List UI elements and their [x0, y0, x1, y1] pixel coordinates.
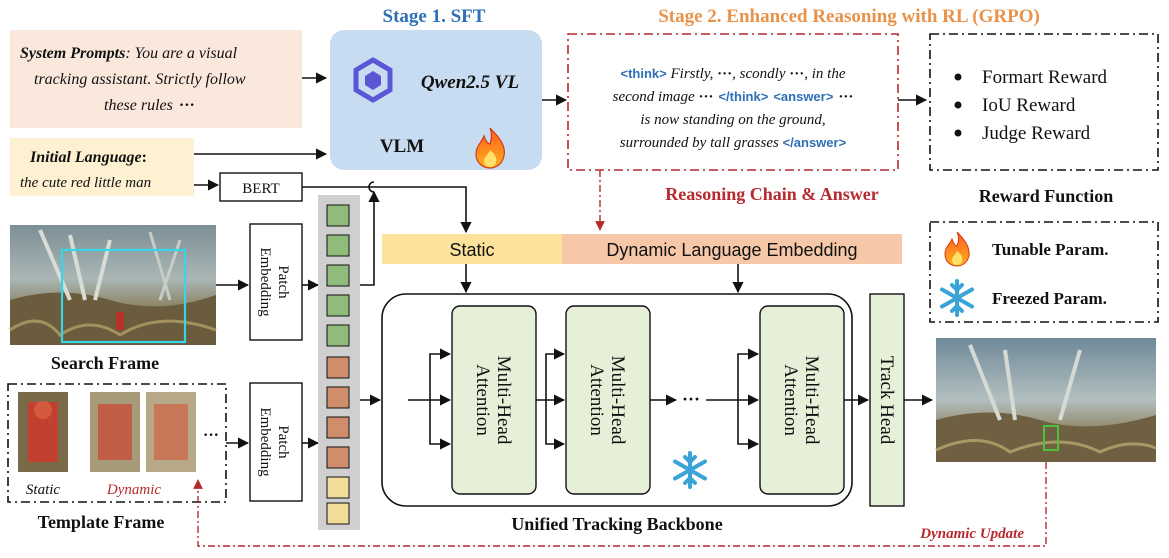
reward-item: Judge Reward — [982, 123, 1091, 144]
template-dynamic-image — [90, 392, 140, 472]
search-target-box — [60, 248, 187, 344]
template-dynamic-label: Dynamic — [106, 482, 161, 498]
patch-embedding-search — [249, 223, 303, 341]
patch-embedding-template — [249, 382, 303, 502]
template-dynamic-image — [146, 392, 196, 472]
reward-box — [929, 33, 1159, 171]
search-frame-label: Search Frame — [51, 353, 159, 373]
token-template — [326, 446, 350, 469]
dynamic-update-path — [193, 462, 1047, 547]
reasoning-line-2: second image ···</think><answer>··· — [613, 89, 854, 105]
qwen-logo-icon — [353, 57, 393, 103]
backbone-label: Unified Tracking Backbone — [511, 514, 722, 534]
token-search — [326, 204, 350, 227]
token-search — [326, 294, 350, 317]
template-frame-box — [7, 383, 227, 503]
vlm-box — [330, 30, 542, 170]
reward-bullet — [954, 101, 962, 109]
token-search — [326, 234, 350, 257]
backbone-residual — [545, 400, 566, 450]
backbone-residual — [429, 348, 452, 400]
vlm-label: VLM — [380, 136, 424, 157]
arrow-bert-to-static — [302, 186, 472, 234]
token-template — [326, 356, 350, 379]
token-language — [326, 502, 350, 525]
reasoning-line-3: is now standing on the ground, — [640, 112, 825, 128]
vlm-model-name: Qwen2.5 VL — [421, 72, 519, 93]
token-search — [326, 264, 350, 287]
initial-language-text: Initial Language: the cute red little ma… — [20, 149, 151, 191]
system-prompt-box — [10, 30, 302, 128]
reasoning-box — [567, 33, 899, 171]
stage2-title: Stage 2. Enhanced Reasoning with RL (GRP… — [658, 6, 1040, 27]
dynamic-embedding-bar — [562, 234, 902, 264]
snowflake-icon — [940, 279, 974, 317]
flame-icon — [475, 127, 505, 169]
initial-language-box — [10, 138, 194, 196]
static-embedding-label: Static — [449, 240, 494, 260]
reward-bullet — [954, 129, 962, 137]
mha-label: Multi-HeadAttention — [586, 356, 628, 445]
mha-label: Multi-HeadAttention — [780, 356, 822, 445]
token-template — [326, 416, 350, 439]
template-frame-label: Template Frame — [38, 512, 165, 532]
bert-label: BERT — [242, 181, 279, 197]
token-strip-cells — [326, 204, 350, 525]
template-ellipsis: ··· — [203, 427, 219, 444]
system-prompt-text: System Prompts: You are a visual trackin… — [20, 45, 250, 114]
reward-item: IoU Reward — [982, 95, 1076, 116]
token-search — [326, 324, 350, 347]
backbone-residual — [545, 348, 566, 400]
arrow-tokens-to-vlm — [360, 190, 380, 286]
token-language — [326, 476, 350, 499]
reward-item: Formart Reward — [982, 67, 1108, 88]
track-head-box — [869, 293, 905, 507]
line-hop — [368, 181, 375, 193]
template-static-label: Static — [26, 482, 61, 498]
mha-label: Multi-HeadAttention — [472, 356, 514, 445]
backbone-residual — [737, 400, 760, 450]
track-head-label: Track Head — [876, 356, 897, 445]
snowflake-icon — [673, 451, 707, 489]
search-frame-image — [9, 225, 217, 345]
token-template — [326, 386, 350, 409]
patch-embedding-label: PatchEmbedding — [257, 247, 291, 317]
template-static-image — [18, 392, 68, 472]
legend-box — [929, 221, 1159, 323]
reward-caption: Reward Function — [979, 186, 1114, 206]
stage1-title: Stage 1. SFT — [383, 6, 486, 27]
reasoning-caption: Reasoning Chain & Answer — [665, 184, 879, 204]
reasoning-line-1: <think> Firstly, ···, scondly ···, in th… — [620, 66, 845, 82]
dynamic-update-label: Dynamic Update — [919, 526, 1024, 542]
patch-embedding-label: PatchEmbedding — [257, 407, 291, 477]
reward-bullet — [954, 73, 962, 81]
reasoning-line-4: surrounded by tall grasses </answer> — [620, 135, 847, 151]
backbone-ellipsis: ··· — [682, 389, 700, 409]
legend-freezed: Freezed Param. — [992, 289, 1107, 308]
static-embedding-bar — [382, 234, 562, 264]
output-target-box — [1043, 425, 1059, 451]
dynamic-embedding-label: Dynamic Language Embedding — [606, 240, 857, 260]
backbone-residual — [737, 348, 760, 400]
backbone-residual — [429, 400, 452, 450]
output-frame-image — [935, 338, 1157, 462]
flame-icon — [944, 231, 970, 267]
legend-tunable: Tunable Param. — [992, 240, 1109, 259]
